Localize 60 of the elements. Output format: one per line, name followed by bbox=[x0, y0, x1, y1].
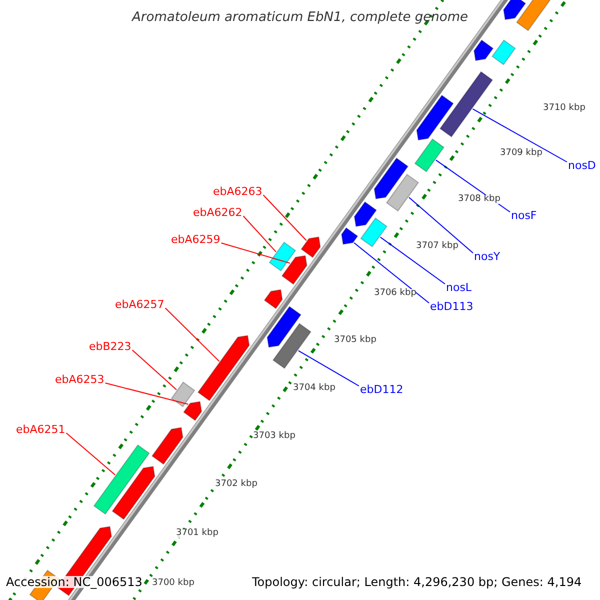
gene-block bbox=[414, 138, 445, 172]
gene-bar bbox=[281, 255, 308, 285]
gene-bar bbox=[264, 289, 283, 310]
gene-bar bbox=[354, 201, 377, 227]
tick-label: 3703 kbp bbox=[253, 432, 296, 441]
title: Aromatoleum aromaticum EbN1, complete genome bbox=[130, 11, 469, 24]
tick-label: 3709 kbp bbox=[500, 149, 542, 158]
gene-label: ebB223 bbox=[89, 341, 132, 352]
leader-line bbox=[354, 242, 430, 304]
tick-label: 3701 kbp bbox=[176, 529, 218, 538]
gene-block bbox=[93, 444, 150, 515]
gene-label: ebA6259 bbox=[171, 234, 220, 245]
tick-label: 3708 kbp bbox=[458, 195, 500, 204]
gene-bar bbox=[266, 306, 302, 348]
gene-label: ebA6257 bbox=[115, 299, 164, 310]
gene-block bbox=[386, 174, 420, 212]
tick-label: 3705 kbp bbox=[334, 336, 376, 345]
gene-bar bbox=[300, 236, 321, 258]
leader-line bbox=[262, 194, 307, 241]
gene-label: ebA6253 bbox=[55, 374, 104, 385]
gene-label: nosL bbox=[446, 282, 472, 293]
gene-label: ebD113 bbox=[430, 301, 474, 312]
gene-bar bbox=[183, 401, 202, 422]
tick-label: 3707 kbp bbox=[416, 242, 458, 251]
leader-line bbox=[132, 350, 178, 390]
gene-bar bbox=[374, 157, 409, 200]
gene-bar bbox=[197, 335, 250, 402]
gene-block bbox=[268, 242, 296, 272]
gene-block bbox=[439, 71, 494, 138]
footer-note: Topology: circular; Length: 4,296,230 bp; Genes: 4,194 bbox=[252, 576, 582, 588]
gene-block bbox=[170, 381, 196, 408]
gene-label: nosD bbox=[568, 160, 596, 171]
gene-label: ebA6262 bbox=[193, 207, 242, 218]
leader-line bbox=[242, 216, 276, 252]
tick-label: 3706 kbp bbox=[374, 289, 416, 298]
gene-bar bbox=[503, 0, 526, 20]
gene-label: nosY bbox=[474, 251, 500, 262]
leader-line bbox=[380, 236, 446, 284]
gene-bar bbox=[112, 466, 156, 520]
gene-block bbox=[360, 217, 388, 248]
tick-label: 3700 kbp bbox=[152, 579, 194, 588]
gene-label: ebA6251 bbox=[16, 424, 66, 435]
gene-bar bbox=[474, 39, 494, 62]
gene-label: ebA6263 bbox=[213, 186, 262, 197]
gene-block bbox=[491, 39, 516, 66]
gene-label: nosF bbox=[511, 210, 537, 221]
tick-label: 3702 kbp bbox=[215, 480, 258, 489]
gene-bar bbox=[416, 94, 454, 141]
leader-line bbox=[220, 242, 290, 264]
leader-line bbox=[66, 432, 116, 476]
tick-label: 3710 kbp bbox=[543, 104, 586, 113]
gene-label: ebD112 bbox=[360, 384, 404, 395]
gene-block bbox=[516, 0, 552, 32]
leader-line bbox=[164, 308, 220, 362]
leader-line bbox=[298, 350, 360, 386]
leader-line bbox=[104, 382, 189, 405]
gene-bar bbox=[151, 427, 184, 465]
tick-label: 3704 kbp bbox=[293, 384, 336, 393]
gene-block bbox=[272, 322, 312, 369]
footer-note: Accession: NC_006513 bbox=[6, 576, 142, 588]
